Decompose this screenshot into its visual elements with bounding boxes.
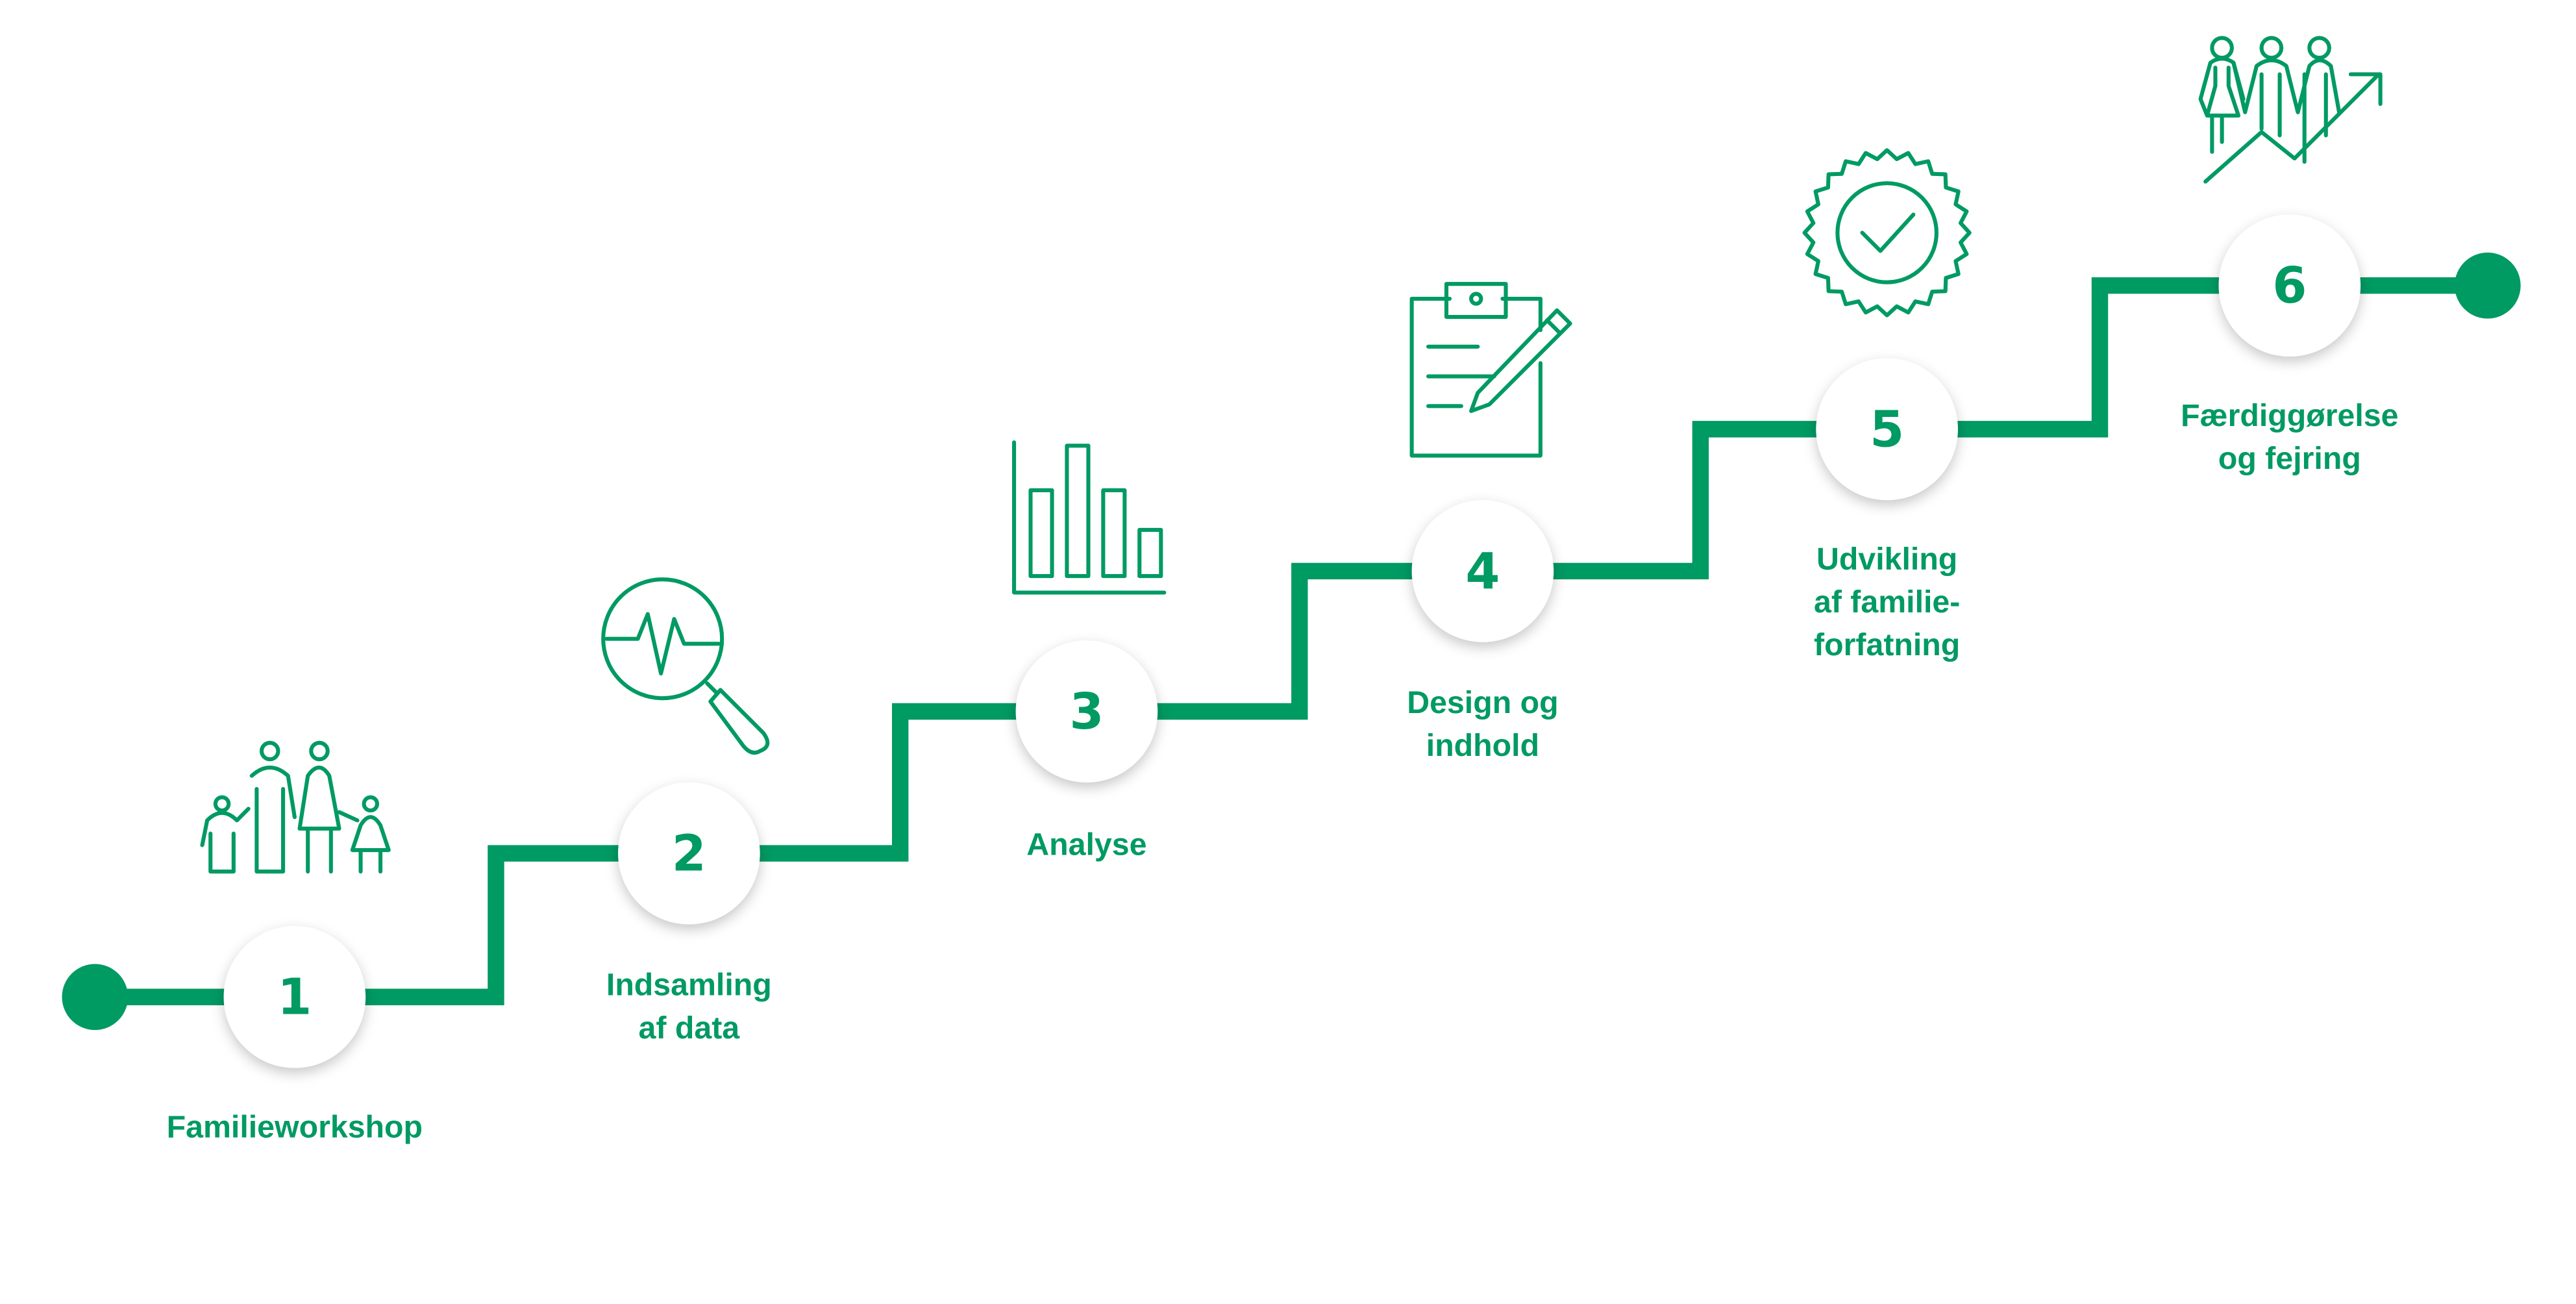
step-label: Design og bbox=[1407, 685, 1558, 720]
check-badge-icon bbox=[1802, 148, 1972, 318]
end-dot bbox=[2455, 252, 2521, 319]
step-number: 6 bbox=[2272, 257, 2307, 314]
step-label: forfatning bbox=[1814, 627, 1960, 662]
step-circle bbox=[1816, 358, 1958, 501]
step-circle bbox=[2218, 214, 2361, 357]
step-label: og fejring bbox=[2218, 441, 2361, 476]
family-icon bbox=[200, 740, 391, 874]
step-label: af data bbox=[639, 1010, 741, 1046]
step-6: 6 Færdiggørelse og fejring bbox=[2181, 36, 2399, 476]
step-label: indhold bbox=[1426, 728, 1539, 763]
step-1: 1 Familieworkshop bbox=[167, 740, 423, 1144]
step-label: af familie- bbox=[1814, 584, 1960, 620]
badge-outline bbox=[1802, 148, 1972, 318]
step-circle bbox=[223, 925, 366, 1068]
people-growth-icon bbox=[2198, 36, 2383, 184]
step-number: 4 bbox=[1465, 542, 1500, 600]
step-label: Indsamling bbox=[606, 968, 772, 1003]
clipboard-pencil-icon bbox=[1409, 282, 1572, 458]
step-label: Udvikling bbox=[1816, 542, 1957, 577]
step-circle bbox=[618, 782, 760, 925]
step-4: 4 Design og indhold bbox=[1407, 282, 1572, 763]
step-label: Færdiggørelse bbox=[2181, 398, 2398, 433]
step-label: Analyse bbox=[1026, 827, 1146, 862]
step-circle bbox=[1411, 500, 1554, 642]
step-number: 1 bbox=[277, 968, 312, 1026]
step-number: 2 bbox=[672, 825, 706, 883]
step-label: Familieworkshop bbox=[167, 1109, 423, 1144]
start-dot bbox=[62, 964, 129, 1031]
staircase-path bbox=[95, 277, 2488, 1005]
step-5: 5 Udvikling af familie- forfatning bbox=[1802, 148, 1972, 662]
magnifier-pulse-icon bbox=[601, 577, 770, 755]
bar-chart-icon bbox=[1012, 440, 1167, 595]
step-3: 3 Analyse bbox=[1012, 440, 1167, 862]
step-2: 2 Indsamling af data bbox=[601, 577, 772, 1046]
step-number: 3 bbox=[1069, 683, 1104, 740]
step-number: 5 bbox=[1870, 400, 1904, 458]
step-circle bbox=[1015, 640, 1158, 783]
